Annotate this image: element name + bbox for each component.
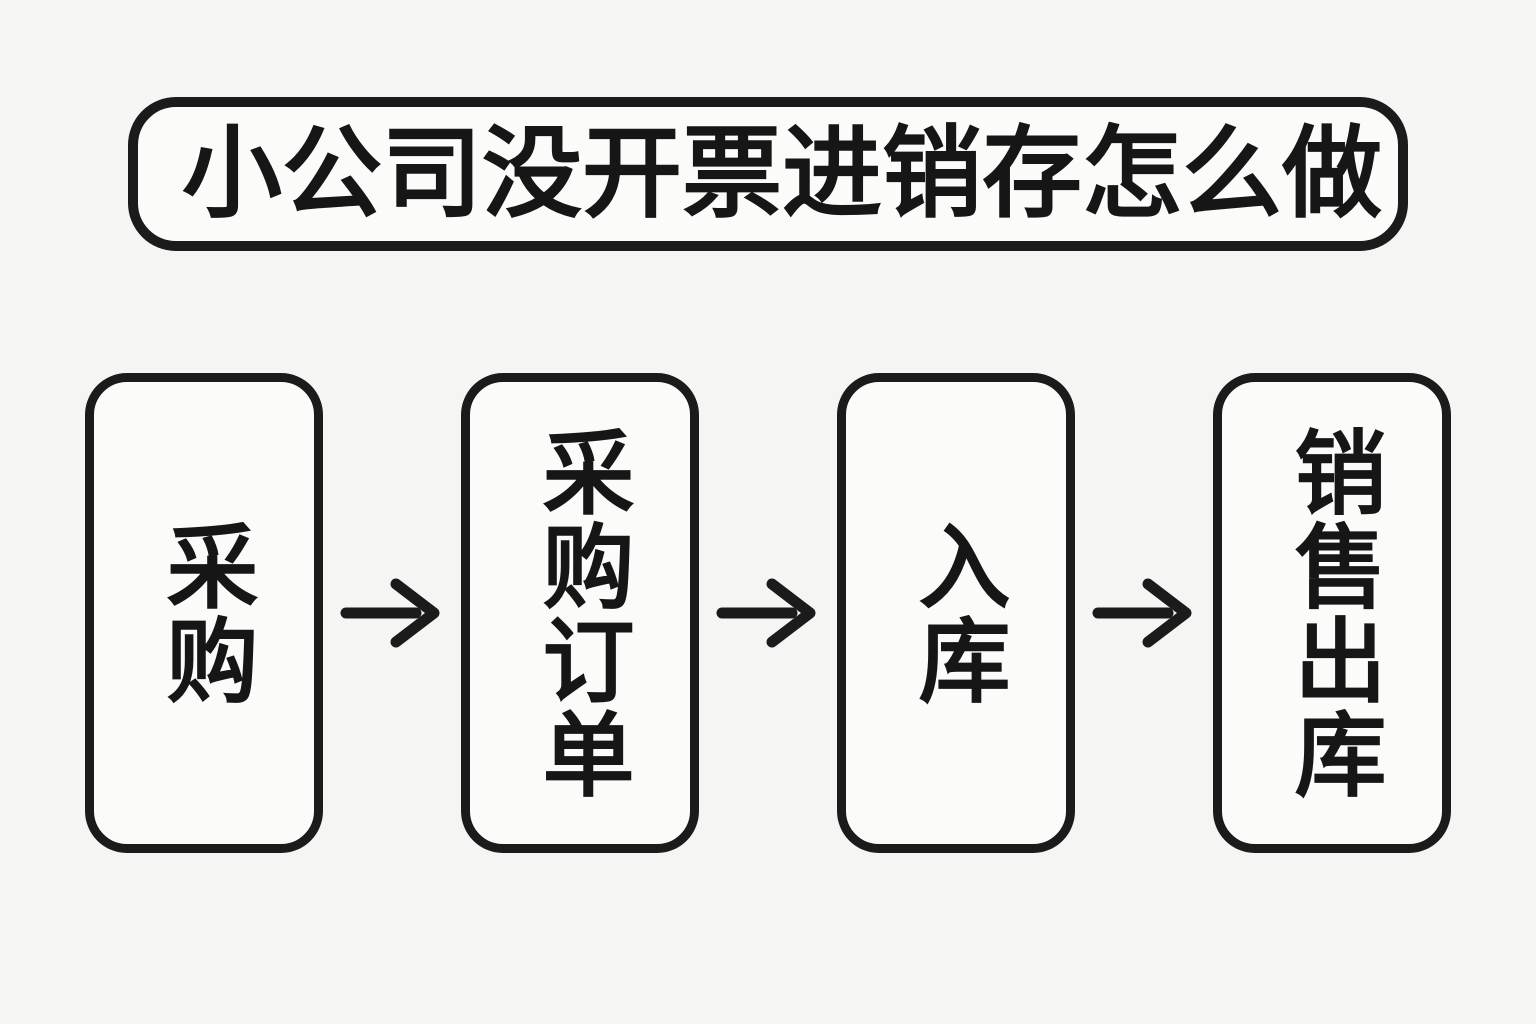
arrow-right-icon bbox=[1092, 568, 1196, 658]
arrow-right-icon bbox=[340, 568, 444, 658]
arrow-right-icon bbox=[716, 568, 820, 658]
flow-step-purchase: 采购 bbox=[85, 373, 323, 853]
flow-step-stock-in: 入库 bbox=[837, 373, 1075, 853]
flow-step-label: 采购 bbox=[153, 519, 255, 707]
diagram-title-banner: 小公司没开票进销存怎么做 bbox=[128, 97, 1408, 251]
flow-step-label: 入库 bbox=[905, 519, 1007, 707]
flow-step-label: 采购订单 bbox=[529, 425, 631, 801]
flow-diagram: 采购 采购订单 入库 销售出库 bbox=[0, 373, 1536, 853]
diagram-title: 小公司没开票进销存怎么做 bbox=[182, 118, 1382, 230]
flow-step-label: 销售出库 bbox=[1281, 425, 1383, 801]
flow-step-sales-stock-out: 销售出库 bbox=[1213, 373, 1451, 853]
flow-step-purchase-order: 采购订单 bbox=[461, 373, 699, 853]
